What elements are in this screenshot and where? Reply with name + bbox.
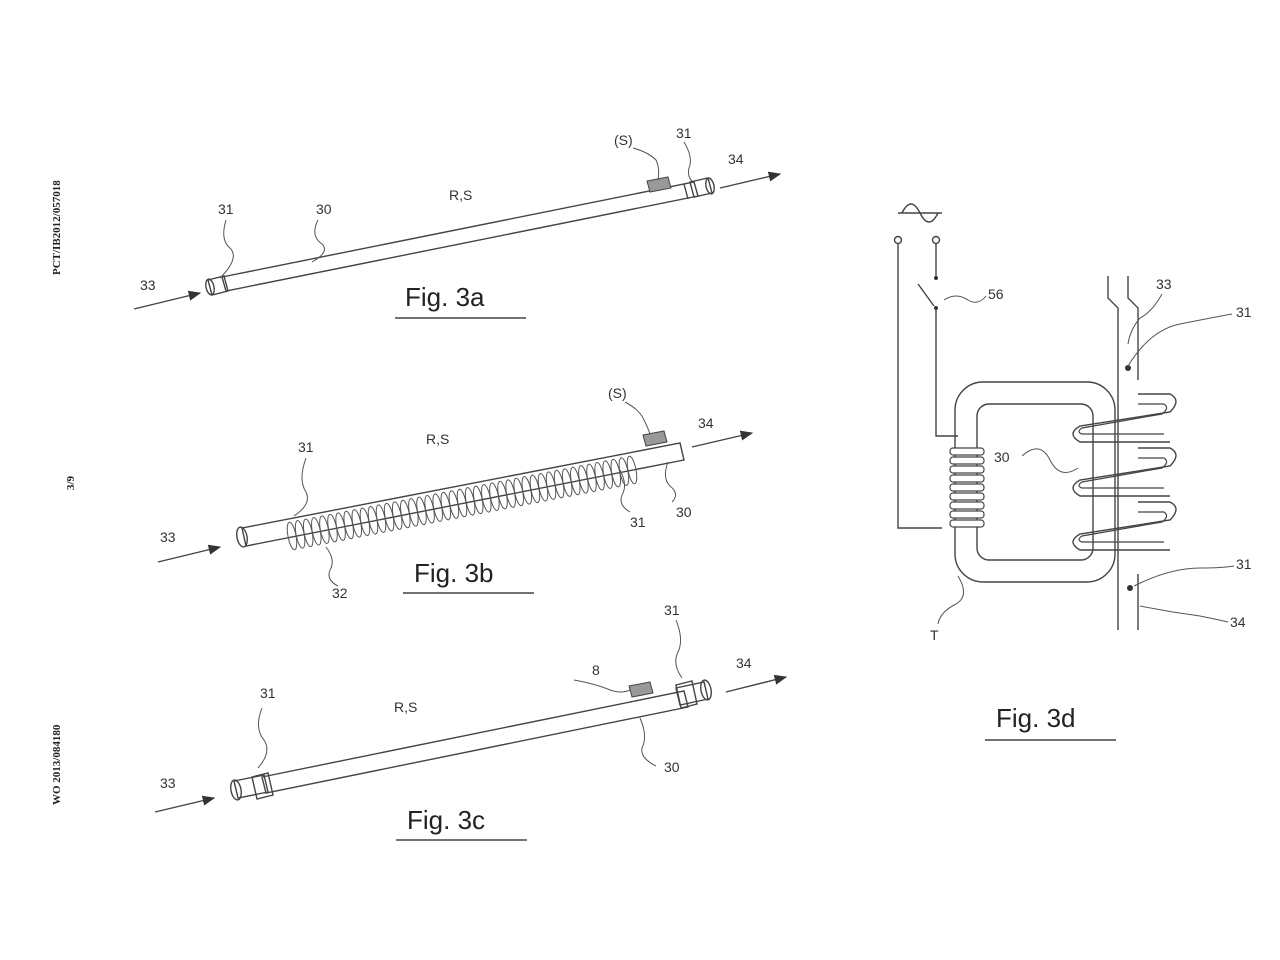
figure-3a: (S) R,S 31 31 30 33 34 Fig. 3a <box>133 125 782 319</box>
label-30-3c: 30 <box>664 759 680 775</box>
caption-fig-3a: Fig. 3a <box>405 282 485 312</box>
label-33-3d: 33 <box>1156 276 1172 292</box>
side-label-application-number: PCT/IB2012/057018 <box>51 180 63 275</box>
label-rs-3c: R,S <box>394 699 417 715</box>
side-label-sheet-number: 3/9 <box>65 475 77 490</box>
label-31-left-3a: 31 <box>218 201 234 217</box>
end-fitting-31-right-3a <box>689 177 713 198</box>
label-33-3a: 33 <box>140 277 156 293</box>
label-34-3c: 34 <box>736 655 752 671</box>
end-fitting-31-right-3c <box>675 681 709 706</box>
label-56-3d: 56 <box>988 286 1004 302</box>
label-31-right-3a: 31 <box>676 125 692 141</box>
caption-fig-3d: Fig. 3d <box>996 703 1076 733</box>
label-8-3c: 8 <box>592 662 600 678</box>
label-31-right-3c: 31 <box>664 602 680 618</box>
figure-3b: (S) R,S 31 31 30 32 33 34 Fig. 3b <box>157 385 754 601</box>
caption-fig-3c: Fig. 3c <box>407 805 485 835</box>
label-33-3b: 33 <box>160 529 176 545</box>
label-30-3b: 30 <box>676 504 692 520</box>
sensor-block-3a <box>646 176 672 193</box>
label-30-3a: 30 <box>316 201 332 217</box>
label-sensor-3b: (S) <box>608 385 627 401</box>
side-label-publication-number: WO 2013/084180 <box>51 724 63 805</box>
label-33-3c: 33 <box>160 775 176 791</box>
end-fitting-31-left-3a <box>207 275 229 296</box>
label-34-3d: 34 <box>1230 614 1246 630</box>
switch-56 <box>917 244 938 310</box>
label-30-3d: 30 <box>994 449 1010 465</box>
label-31-left-3b: 31 <box>298 439 314 455</box>
secondary-helix-loops <box>1072 393 1177 551</box>
sensor-block-3b <box>642 430 668 447</box>
label-T-3d: T <box>930 627 939 643</box>
primary-winding <box>949 447 985 528</box>
label-31-left-3c: 31 <box>260 685 276 701</box>
label-rs-3a: R,S <box>449 187 472 203</box>
label-sensor-3a: (S) <box>614 132 633 148</box>
flow-pipe-30 <box>1107 276 1139 630</box>
sensor-block-8-3c <box>628 681 654 698</box>
figure-3d: 56 30 33 31 31 34 T Fig. 3d <box>893 203 1252 741</box>
label-rs-3b: R,S <box>426 431 449 447</box>
label-34-3b: 34 <box>698 415 714 431</box>
label-32-3b: 32 <box>332 585 348 601</box>
label-31-top-3d: 31 <box>1236 304 1252 320</box>
caption-fig-3b: Fig. 3b <box>414 558 494 588</box>
label-34-3a: 34 <box>728 151 744 167</box>
label-31-right-3b: 31 <box>630 514 646 530</box>
label-31-bottom-3d: 31 <box>1236 556 1252 572</box>
figure-3c: 8 R,S 31 31 30 33 34 Fig. 3c <box>154 602 788 841</box>
tube-30-3b <box>241 442 685 547</box>
heating-coil-32-3b <box>286 455 638 551</box>
tube-30-3c <box>261 690 689 794</box>
ac-source-icon <box>898 203 942 223</box>
